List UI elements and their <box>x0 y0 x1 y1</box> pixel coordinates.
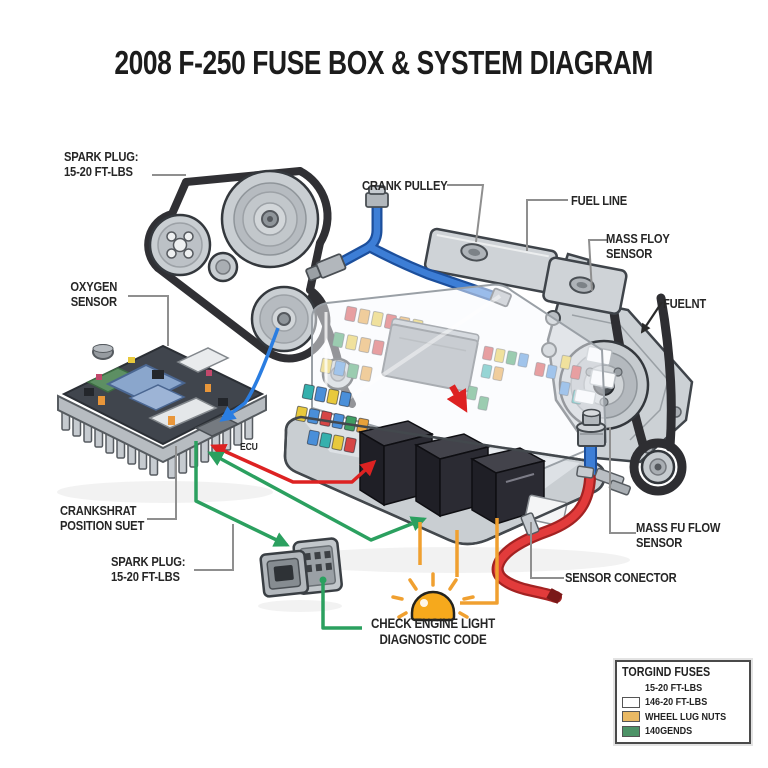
wires <box>194 327 499 630</box>
legend: TORGIND FUSES 15-20 FT-LBS 146-20 FT-LBS… <box>615 660 751 744</box>
wire-green-obd-light <box>321 580 362 630</box>
label-check-engine: CHECK ENGINE LIGHT DIAGNOSTIC CODE <box>371 616 495 647</box>
legend-swatch <box>622 725 640 737</box>
label-fuel-line: FUEL LINE <box>571 193 628 208</box>
legend-label: 15-20 FT-LBS <box>645 681 703 694</box>
label-mass-fu-flow-sensor: MASS FU FLOW SENSOR <box>636 520 721 550</box>
label-spark-plug-bottom: SPARK PLUG: 15-20 FT-LBS <box>111 554 186 584</box>
fuse-box-lid <box>311 283 608 472</box>
legend-row: WHEEL LUG NUTS <box>622 711 744 723</box>
obd-connector-illustration <box>259 537 343 598</box>
red-arrow-into-fusebox <box>446 384 468 413</box>
legend-row: 146-20 FT-LBS <box>622 696 744 708</box>
legend-label: 146-20 FT-LBS <box>645 696 708 708</box>
check-engine-light-icon <box>391 572 475 622</box>
label-crankshaft-position: CRANKSHRAT POSITION SUET <box>60 503 145 533</box>
label-fuelnt: FUELNT <box>663 296 707 311</box>
pulley-idler <box>207 251 239 283</box>
fuelnt-arrow <box>640 301 663 334</box>
label-crank-pulley: CRANK PULLEY <box>362 178 448 193</box>
label-ecu: ECU <box>240 442 258 453</box>
pulley-crank <box>148 213 212 277</box>
wire-green-ecu-obd <box>194 441 290 547</box>
legend-label: WHEEL LUG NUTS <box>645 710 727 723</box>
label-oxygen-sensor: OXYGEN SENSOR <box>70 279 118 309</box>
pulley-lower <box>250 285 318 353</box>
page-title: 2008 F-250 FUSE BOX & SYSTEM DIAGRAM <box>114 44 654 81</box>
blue-fuel-pipe-illustration <box>305 185 512 308</box>
label-sensor-conector: SENSOR CONECTOR <box>565 570 677 585</box>
fuse-row-front-1 <box>301 383 352 408</box>
light-rays <box>391 572 475 619</box>
legend-label: 140GENDS <box>645 725 693 737</box>
wire-green-ecu-fusebox <box>207 451 427 542</box>
pulley-large <box>220 169 320 269</box>
wire-orange-3 <box>460 518 499 605</box>
label-spark-plug-top: SPARK PLUG: 15-20 FT-LBS <box>64 149 139 179</box>
legend-row: 15-20 FT-LBS <box>622 682 744 694</box>
legend-row: 140GENDS <box>622 725 744 737</box>
pulley-tensioner <box>640 449 676 485</box>
legend-swatch <box>622 711 640 722</box>
ecu-board-components <box>84 344 240 437</box>
legend-title: TORGIND FUSES <box>622 665 711 679</box>
legend-swatch <box>622 696 640 708</box>
leader-lines <box>128 174 636 579</box>
ecu-module-illustration <box>57 344 267 479</box>
label-mass-floy-sensor: MASS FLOY SENSOR <box>606 231 670 261</box>
wire-blue-to-ecu <box>219 327 280 422</box>
fuel-rail-illustration <box>423 227 628 315</box>
